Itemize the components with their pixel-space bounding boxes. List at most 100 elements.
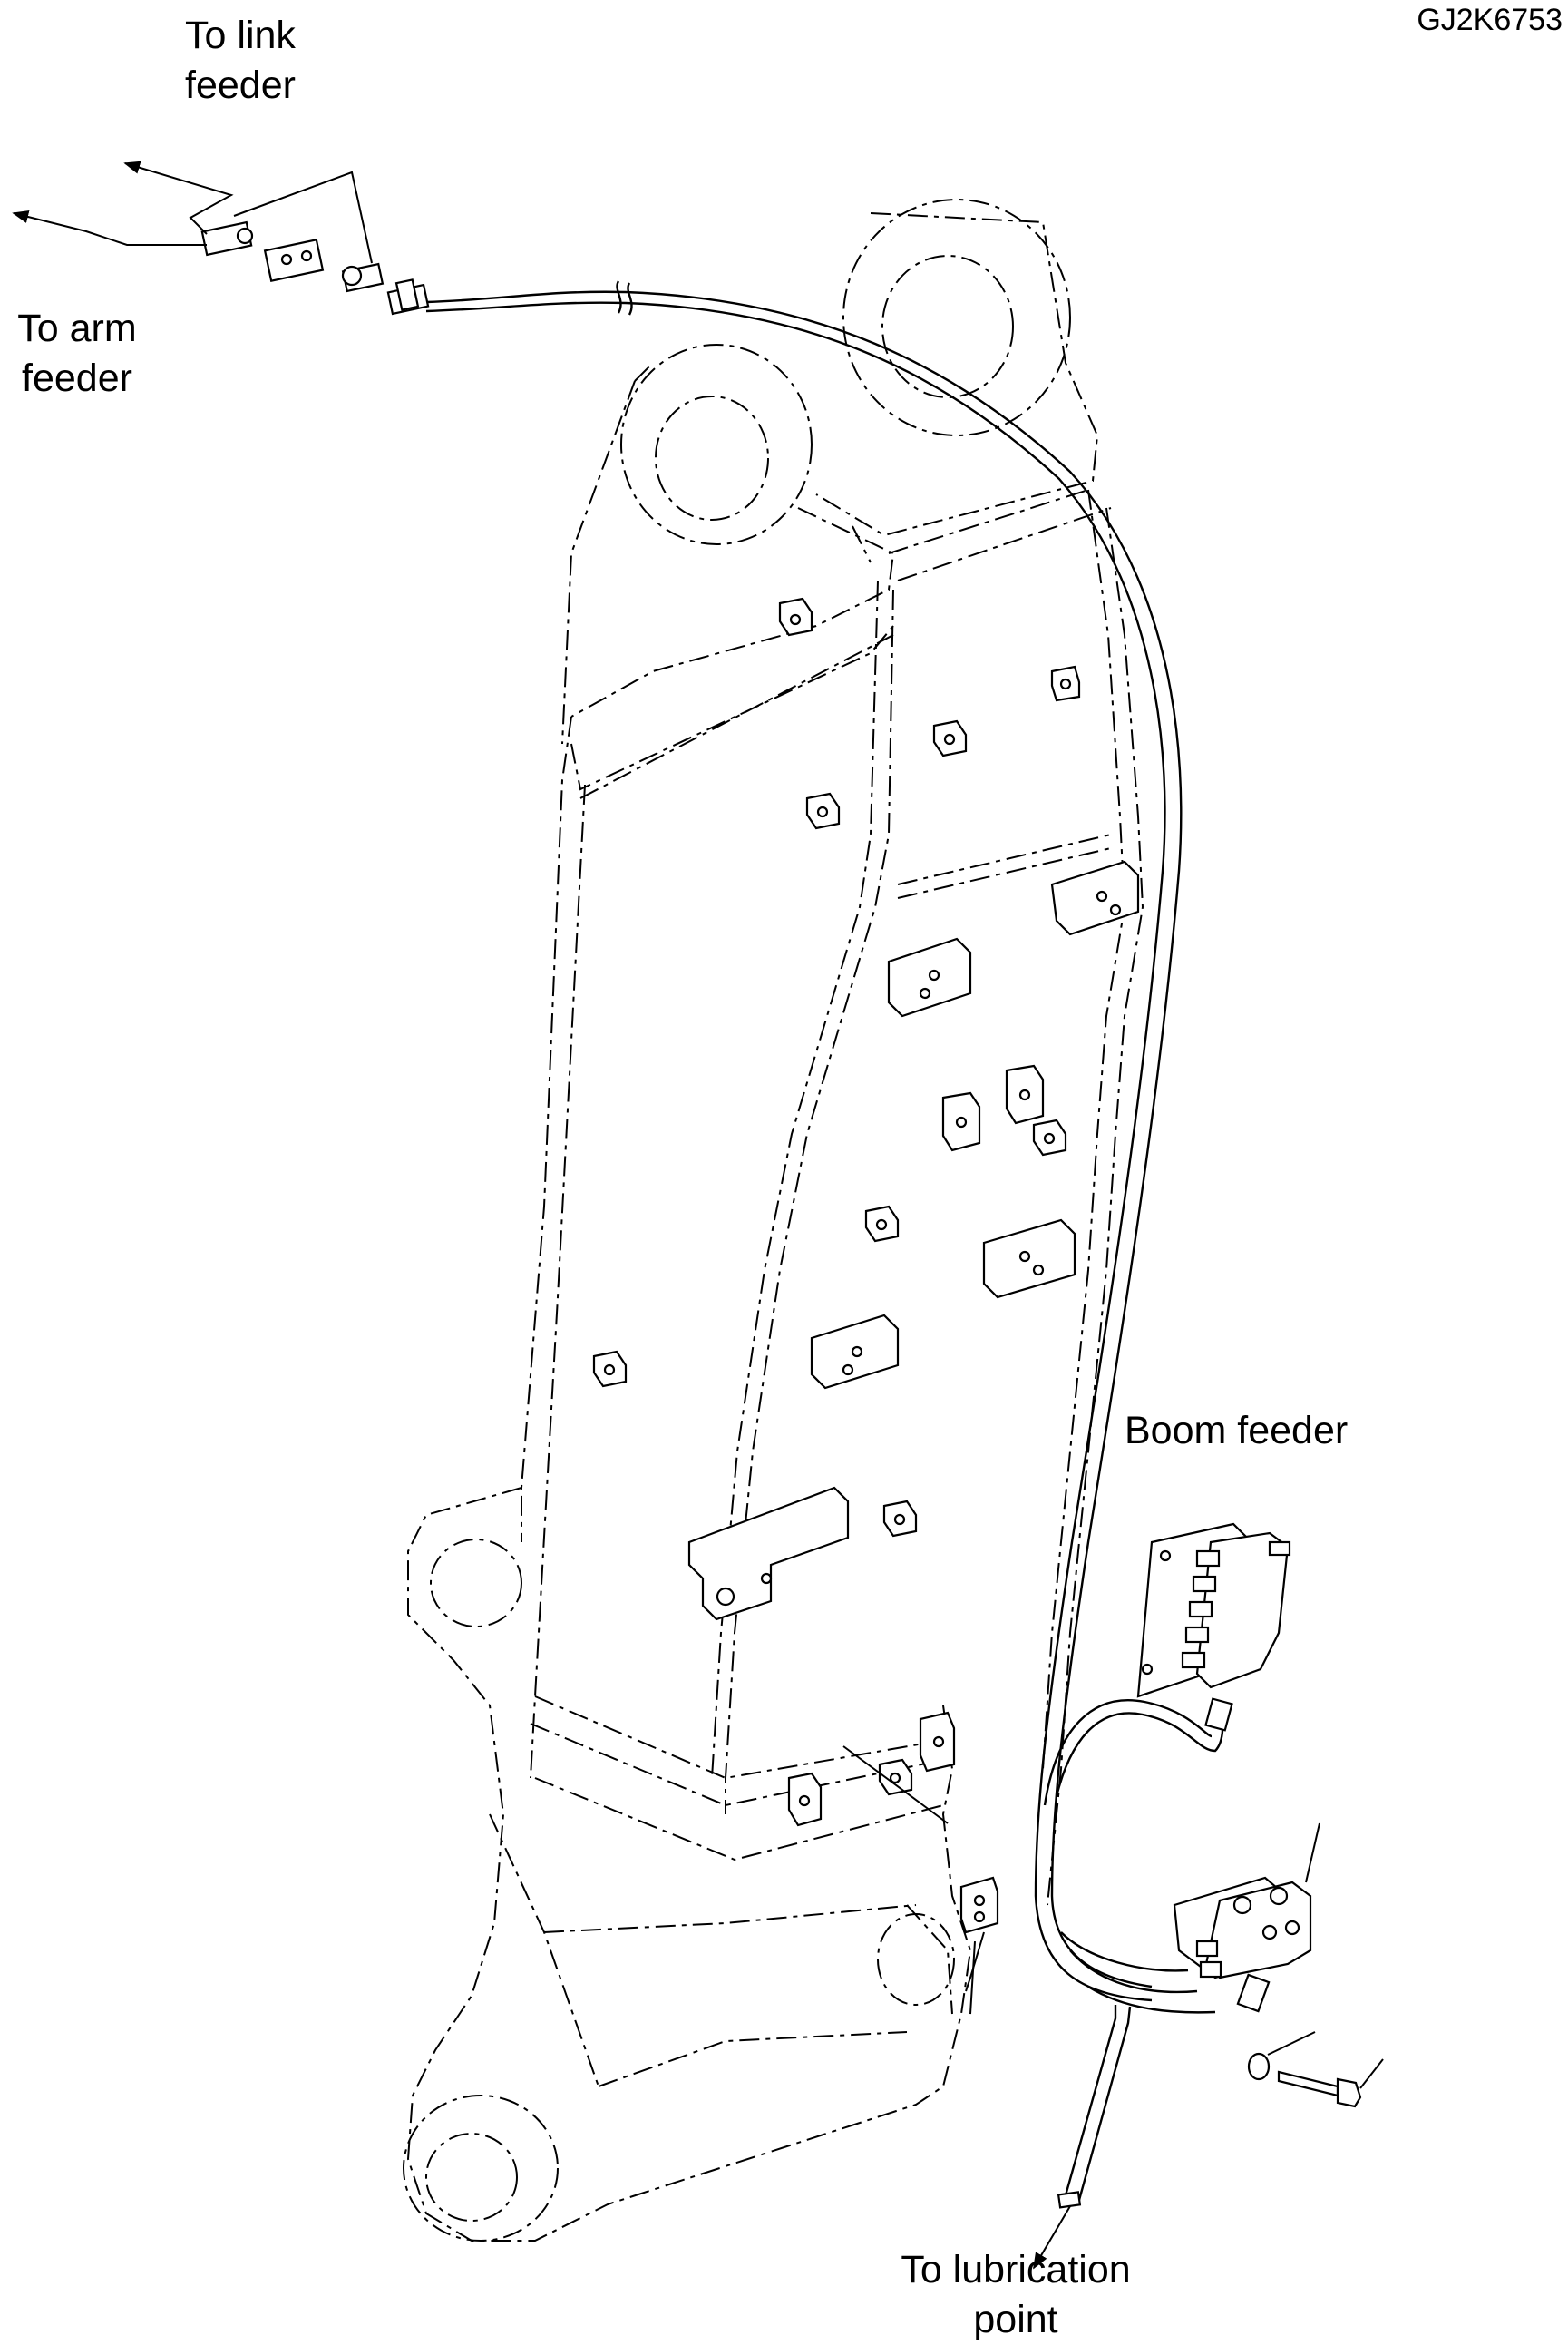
clamp-block	[778, 597, 813, 637]
clamp-block	[687, 1486, 850, 1621]
clamp-block	[887, 937, 972, 1018]
drawing-code: GJ2K6753	[1417, 3, 1563, 37]
lower-hose-b	[1069, 1949, 1198, 1994]
clamp-block	[1032, 1119, 1067, 1157]
clamp-block	[919, 1711, 956, 1773]
clamp-block	[592, 1350, 628, 1388]
lube-point-nozzle	[1057, 2191, 1082, 2209]
spacer-leader-line-2	[969, 1940, 976, 2015]
lower-hose-c	[1087, 1985, 1216, 2014]
clamp-block	[810, 1314, 900, 1390]
boom-foot-ribs	[489, 1813, 953, 2087]
lower-hose-a	[1060, 1931, 1189, 1972]
mounting-bolt-head	[1336, 2077, 1362, 2108]
boom-left-side	[521, 716, 572, 1542]
boom-right-edge	[1047, 507, 1144, 1906]
boom-foot-pin-boss-outer	[403, 2095, 559, 2242]
mounting-bolt	[1277, 2070, 1339, 2097]
feeder-outlet	[1181, 1651, 1206, 1669]
plate-hole	[1159, 1549, 1172, 1562]
connector-block-hole-1	[280, 253, 293, 266]
boom-top-pin-boss-outer	[842, 199, 1071, 436]
boom-head-plate	[561, 362, 1112, 745]
feeder-outlet	[1195, 1549, 1221, 1568]
clamp-block	[1050, 665, 1081, 702]
clamp-block	[878, 1758, 913, 1796]
boom-right-edge-2	[1042, 489, 1126, 1770]
feeder-supply-hose	[1055, 1705, 1224, 1797]
label-to-link-feeder-line1: To link	[185, 14, 296, 57]
boom-clamp-blocks	[592, 597, 1140, 2015]
adapter-nut	[341, 265, 363, 287]
boom-center-ridge	[725, 589, 894, 1814]
boom-top-pin-boss-inner	[881, 255, 1014, 398]
boom-foot-pin-boss-inner	[425, 2133, 518, 2222]
spacer-leader-line	[842, 1745, 985, 1992]
clamp-block	[787, 1772, 823, 1827]
lower-distributor-port	[1261, 1924, 1278, 1940]
lower-distributor-port	[1269, 1886, 1289, 1906]
boom-feeder-distributor	[1136, 1522, 1291, 1732]
feeder-outlet	[1188, 1600, 1213, 1618]
main-hose-outer	[425, 290, 1183, 1988]
connector-block	[263, 239, 325, 282]
lower-distributor	[1173, 1822, 1384, 2108]
clamp-block-spacer	[959, 1876, 999, 1934]
lube-point-hose	[1064, 2005, 1117, 2196]
arrow-to-arm-feeder	[12, 210, 207, 246]
feeder-outlet	[1192, 1575, 1217, 1593]
arrow-to-lubrication-point	[1033, 2205, 1071, 2270]
distributor-leader	[1305, 1822, 1320, 1883]
boom-foot-bracket-hole	[430, 1539, 522, 1627]
bolt-leader	[1359, 2058, 1384, 2089]
clamp-block	[805, 792, 841, 830]
main-hose-inner	[425, 301, 1166, 2002]
boom-cross-plate-1	[570, 625, 894, 799]
clamp-block	[941, 1091, 981, 1152]
clamp-block	[864, 1205, 900, 1243]
label-to-arm-feeder-line2: feeder	[22, 357, 132, 400]
label-to-arm-feeder-line1: To arm	[17, 307, 137, 350]
lower-outlet	[1195, 1940, 1219, 1958]
feeder-block	[1195, 1531, 1290, 1689]
label-to-arm-feeder: To arm feeder	[0, 304, 154, 404]
plate-hole	[1141, 1663, 1154, 1676]
label-boom-feeder: Boom feeder	[1125, 1409, 1349, 1452]
lower-outlet	[1199, 1960, 1222, 1979]
label-to-link-feeder-line2: feeder	[185, 64, 296, 107]
clamp-block	[932, 719, 968, 757]
link-feeder-leader	[233, 171, 373, 264]
feeder-top-fitting	[1268, 1540, 1291, 1557]
lower-distributor-port	[1232, 1895, 1252, 1915]
boom-top-bracket	[815, 212, 1099, 563]
feeder-supply-hose-2	[1043, 1699, 1213, 1806]
clamp-block	[882, 1500, 918, 1538]
clamp-block	[982, 1218, 1076, 1299]
connector-block-hole-2	[300, 249, 313, 262]
washer-leader	[1267, 2031, 1316, 2056]
feeder-inlet-fitting	[1204, 1697, 1233, 1732]
tee-fitting-nut	[236, 227, 254, 245]
boom-cylinder-pin-boss-outer	[620, 344, 813, 545]
label-to-lubrication-point-line1: To lubrication	[901, 2248, 1131, 2291]
boom-cylinder-pin-boss-inner	[655, 396, 769, 521]
washer	[1247, 2052, 1271, 2081]
hose-fitting-2	[394, 278, 420, 311]
boom-cross-plate-3	[530, 1695, 944, 1861]
hose-routing	[425, 280, 1224, 2209]
clamp-block	[1050, 860, 1140, 936]
arrow-to-link-feeder	[123, 161, 234, 235]
hose-break-mark	[616, 280, 633, 316]
boom-left-side-inner	[530, 784, 586, 1779]
boom-structure	[403, 199, 1144, 2242]
clamp-block	[1005, 1064, 1045, 1125]
lower-inlet-fitting	[1236, 1973, 1271, 2013]
label-to-link-feeder: To link feeder	[159, 11, 322, 111]
top-fittings	[12, 161, 430, 316]
feeder-outlet	[1184, 1626, 1210, 1644]
boom-foot-side-boss	[877, 1913, 955, 2006]
lower-distributor-port	[1284, 1920, 1300, 1936]
boom-foot-outline	[406, 1487, 972, 2242]
lube-point-hose-2	[1077, 2006, 1132, 2201]
